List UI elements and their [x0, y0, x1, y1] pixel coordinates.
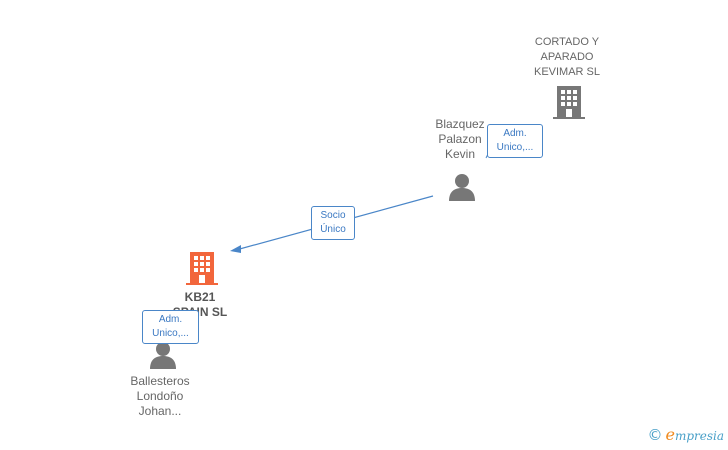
- edge-label-socio-line-2: Único: [320, 224, 346, 235]
- edge-arrowhead: [230, 245, 241, 253]
- edge-label-socio-line-1: Socio: [320, 210, 346, 221]
- node-ballesteros-label: Ballesteros Londoño Johan...: [110, 374, 210, 419]
- node-blazquez-label: Blazquez Palazon Kevin: [420, 117, 500, 162]
- edge-label-adm-ballesteros-line-2: Unico,...: [152, 328, 189, 339]
- node-cortado-line-1: CORTADO Y: [534, 36, 600, 48]
- edge-label-adm-blazquez-line-2: Unico,...: [496, 142, 534, 153]
- building-icon[interactable]: [186, 250, 218, 286]
- node-kb21-line-1: KB21: [184, 290, 216, 304]
- edge-label-socio-unico[interactable]: Socio Único: [311, 206, 355, 240]
- copyright-icon: ©: [647, 426, 663, 444]
- person-icon[interactable]: [447, 172, 477, 202]
- edge-label-adm-ballesteros-line-1: Adm.: [158, 314, 183, 325]
- brand-rest: mpresia: [674, 429, 724, 443]
- node-cortado-line-3: KEVIMAR SL: [533, 66, 601, 78]
- node-ballesteros-line-1: Ballesteros: [130, 374, 190, 388]
- node-blazquez-line-2: Palazon: [438, 132, 482, 146]
- edge-label-adm-ballesteros[interactable]: Adm. Unico,...: [142, 310, 199, 344]
- brand-e: e: [665, 425, 675, 444]
- node-cortado-label: CORTADO Y APARADO KEVIMAR SL: [507, 35, 627, 80]
- node-ballesteros-line-3: Johan...: [138, 404, 182, 418]
- edge-label-adm-blazquez-line-1: Adm.: [503, 128, 527, 139]
- empresia-logo: ©empresia: [647, 425, 724, 444]
- node-cortado-line-2: APARADO: [540, 51, 594, 63]
- node-blazquez-line-1: Blazquez: [435, 117, 485, 131]
- node-ballesteros-line-2: Londoño: [136, 389, 184, 403]
- node-kb21-label: KB21 SPAIN SL: [150, 290, 250, 320]
- node-blazquez-line-3: Kevin: [444, 147, 476, 161]
- building-icon[interactable]: [553, 84, 585, 120]
- edge-label-adm-blazquez[interactable]: Adm. Unico,...: [487, 124, 543, 158]
- person-icon[interactable]: [148, 340, 178, 370]
